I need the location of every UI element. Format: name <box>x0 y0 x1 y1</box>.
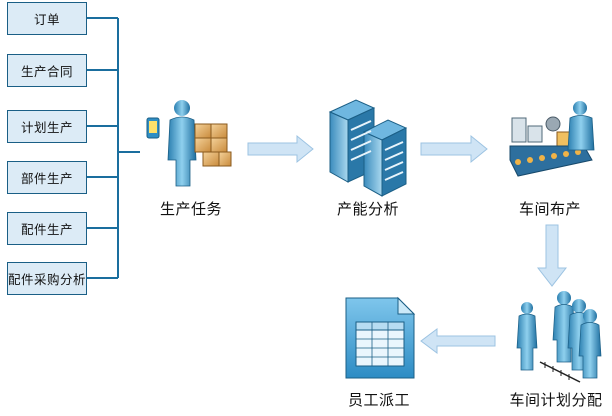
flow-arrow-task-to-capacity <box>247 134 314 164</box>
node-label-production-task: 生产任务 <box>159 200 223 218</box>
node-label-workshop-layout: 车间布产 <box>518 200 582 218</box>
flow-arrow-capacity-to-layout <box>420 134 488 164</box>
node-label-workshop-plan: 车间计划分配 <box>509 391 603 409</box>
input-part-production-label: 配件生产 <box>20 222 73 237</box>
workshop-conveyor-icon <box>509 101 595 177</box>
node-label-capacity-analysis: 产能分析 <box>336 200 400 218</box>
input-planned-production-label: 计划生产 <box>20 120 73 135</box>
input-order: 订单 <box>7 2 87 35</box>
input-planned-production: 计划生产 <box>7 110 87 143</box>
input-component-production: 部件生产 <box>7 161 87 194</box>
input-part-purchase-analysis-label: 配件采购分析 <box>8 272 87 287</box>
input-part-purchase-analysis: 配件采购分析 <box>7 262 87 295</box>
workshop-workers-icon <box>516 291 602 383</box>
input-connector <box>87 17 140 279</box>
node-label-staff-dispatch: 员工派工 <box>347 391 411 409</box>
production-task-icon <box>146 100 232 187</box>
input-production-contract-label: 生产合同 <box>20 64 73 79</box>
flow-arrow-layout-to-plan <box>536 224 568 287</box>
input-part-production: 配件生产 <box>7 212 87 245</box>
input-production-contract: 生产合同 <box>7 54 87 87</box>
capacity-server-icon <box>328 99 408 197</box>
flow-arrow-plan-to-dispatch <box>420 328 496 354</box>
input-component-production-label: 部件生产 <box>20 171 73 186</box>
input-order-label: 订单 <box>33 12 60 27</box>
dispatch-document-icon <box>345 296 416 379</box>
